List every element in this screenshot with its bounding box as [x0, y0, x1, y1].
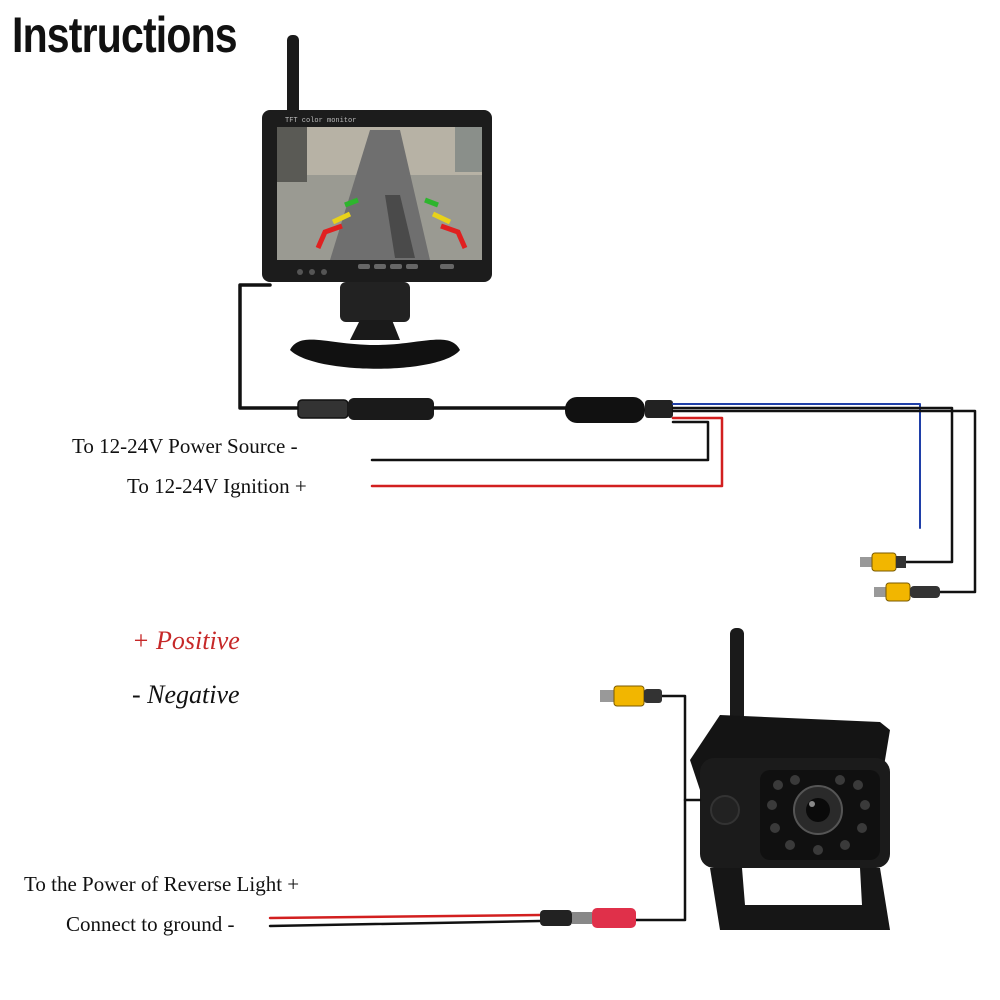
camera-wiring — [268, 694, 702, 928]
reverse-light-label: To the Power of Reverse Light + — [24, 872, 300, 896]
monitor-stand — [340, 282, 410, 322]
monitor-button-icon — [297, 269, 303, 275]
ignition-label: To 12-24V Ignition + — [127, 474, 307, 498]
legend-negative: - Negative — [132, 680, 240, 709]
monitor: TFT color monitor — [262, 35, 492, 369]
camera — [690, 628, 890, 930]
monitor-antenna — [287, 35, 299, 115]
dc-plug-icon — [540, 910, 572, 926]
page-title: Instructions — [12, 7, 238, 63]
dc-jack-icon — [592, 908, 636, 928]
aviation-connector-icon — [297, 399, 349, 419]
positive-wire — [370, 416, 724, 488]
aviation-plug-icon — [348, 398, 434, 420]
power-source-label: To 12-24V Power Source - — [72, 434, 298, 458]
wireless-receiver-icon — [565, 397, 645, 423]
rca-connector-2-icon — [874, 582, 940, 602]
monitor-wiring — [238, 283, 977, 594]
rca-connector-1-icon — [860, 552, 906, 572]
monitor-button-icon — [321, 269, 327, 275]
camera-rca-connector-icon — [600, 685, 662, 707]
ground-label: Connect to ground - — [66, 912, 235, 936]
video-wire — [672, 403, 921, 529]
camera-bracket — [710, 868, 890, 930]
monitor-top-label: TFT color monitor — [285, 117, 356, 125]
negative-wire — [268, 919, 542, 928]
monitor-button-icon — [309, 269, 315, 275]
camera-antenna — [730, 628, 744, 723]
negative-wire — [370, 420, 710, 462]
legend-positive: + Positive — [132, 626, 240, 655]
monitor-base — [290, 339, 460, 369]
positive-wire — [268, 913, 542, 920]
